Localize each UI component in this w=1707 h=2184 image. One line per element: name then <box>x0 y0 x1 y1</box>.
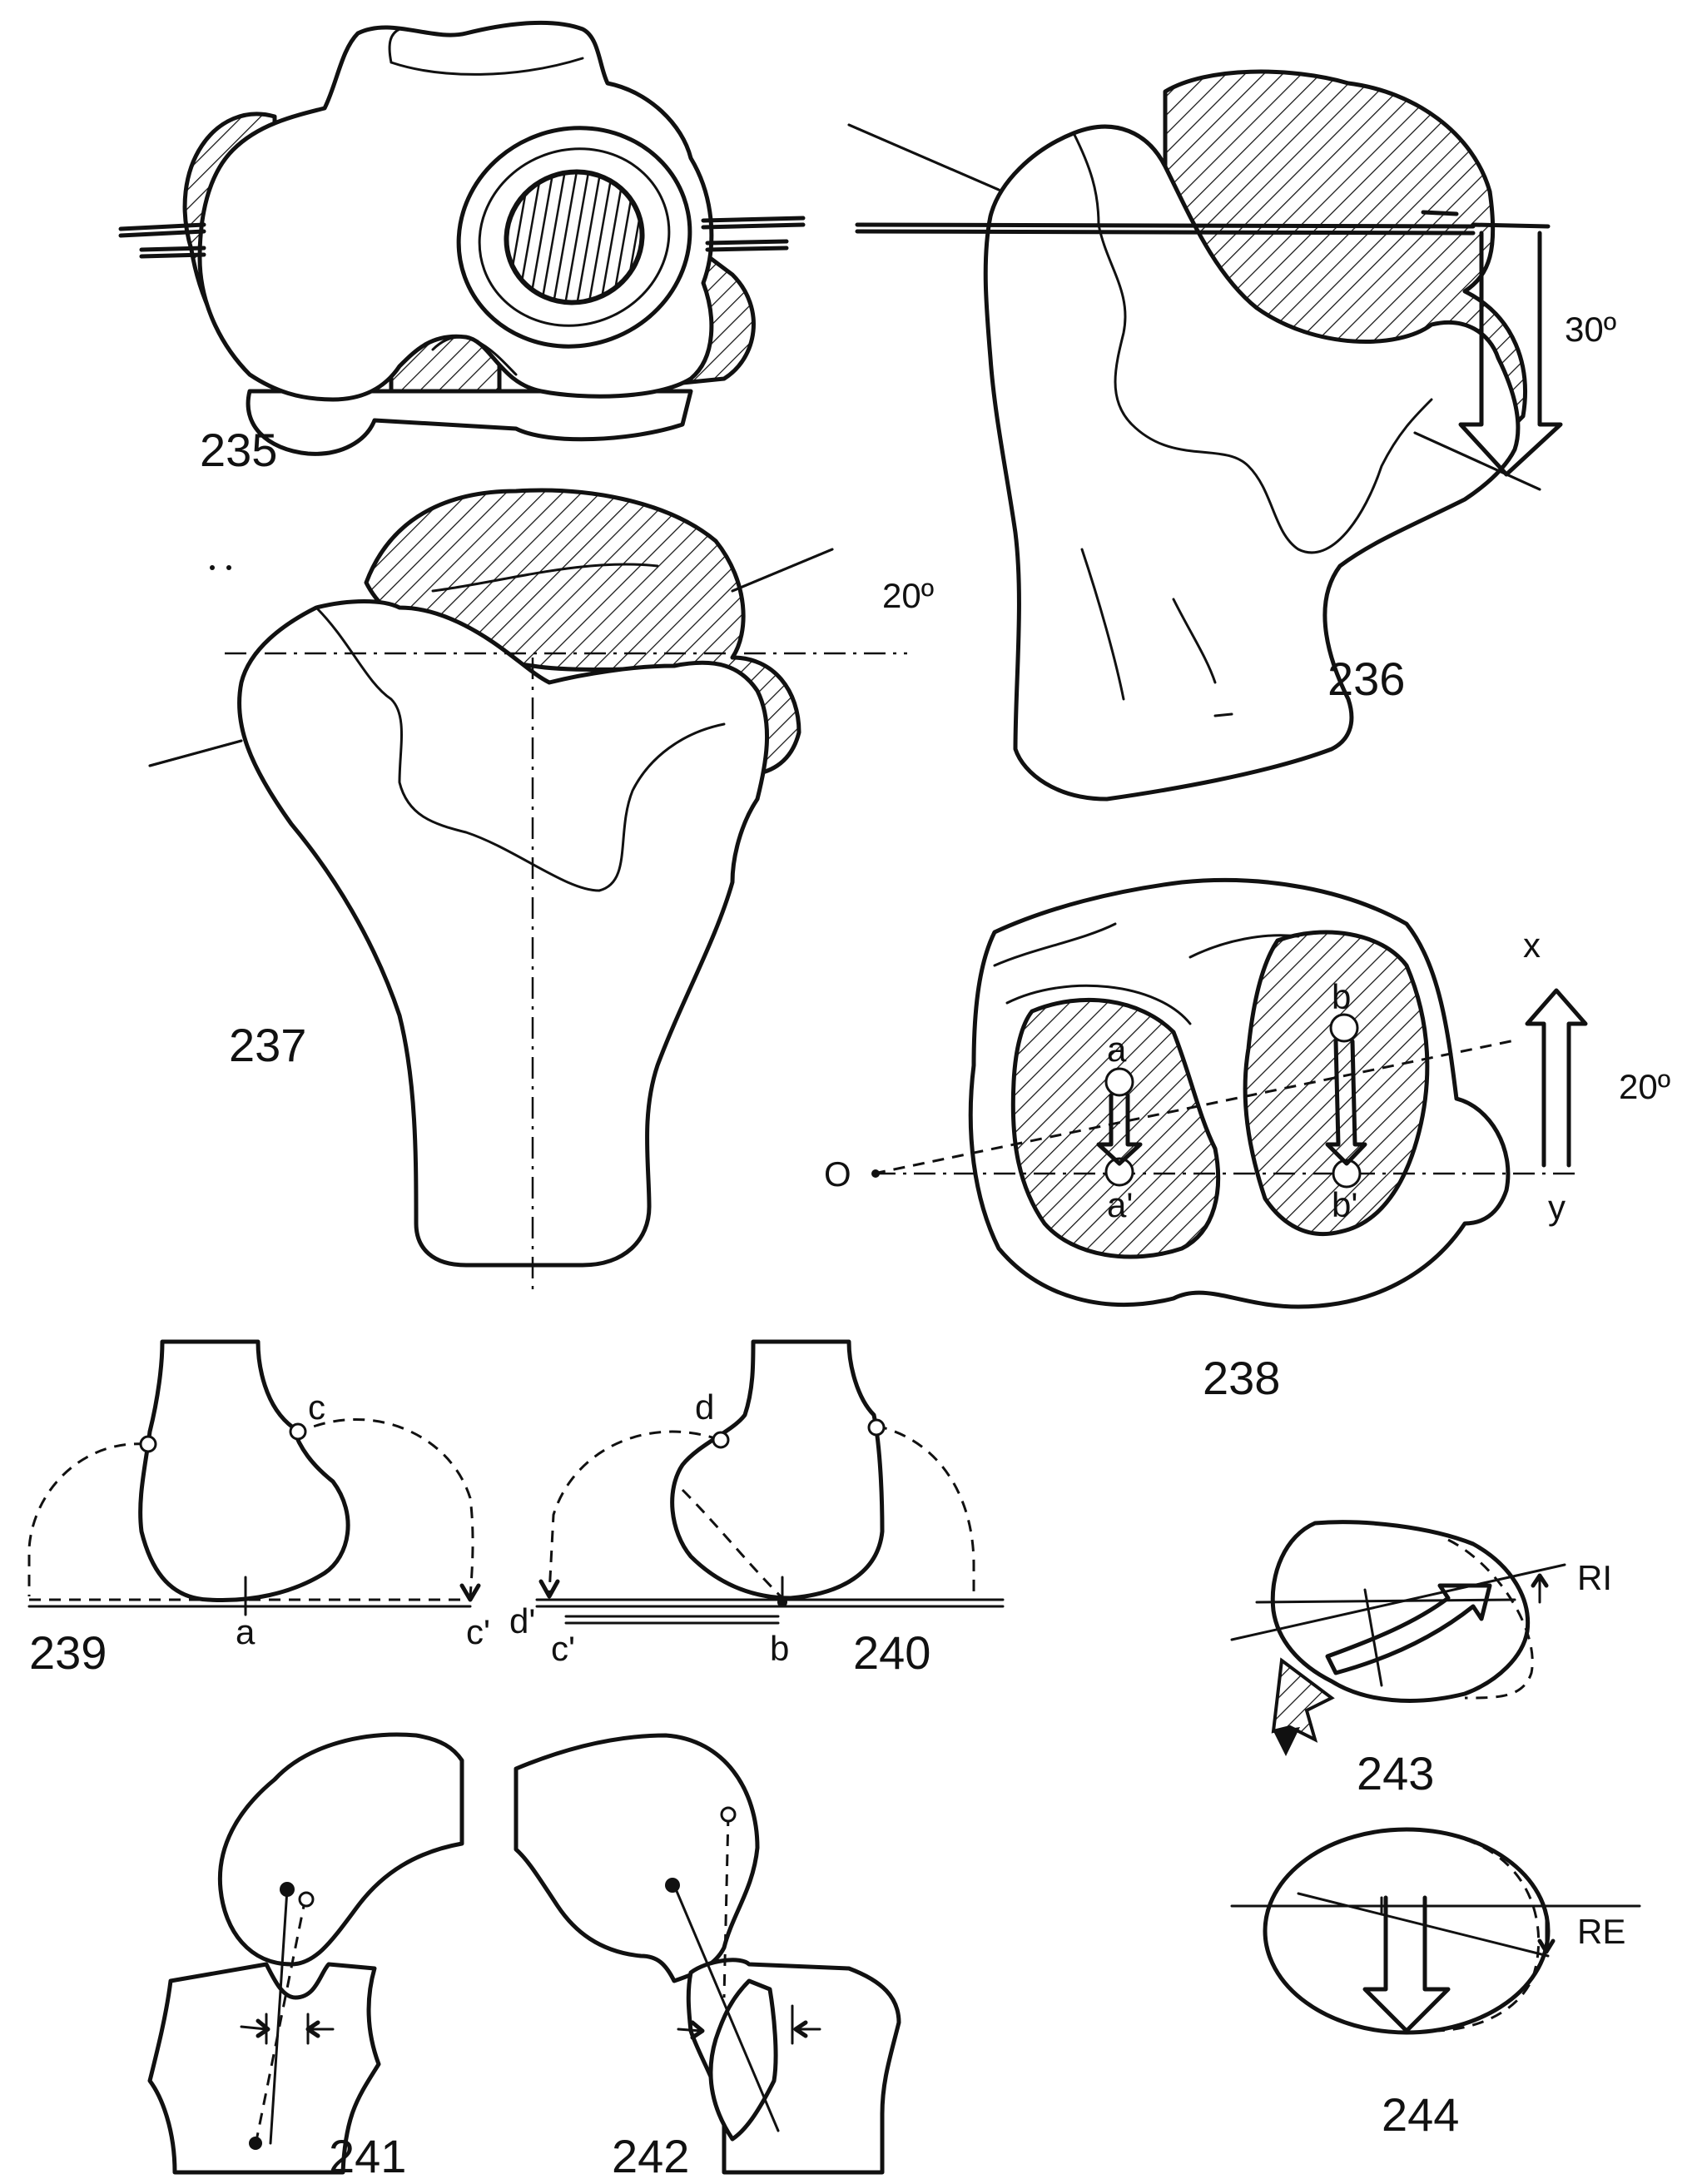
figure-244-number: 244 <box>1382 2088 1459 2141</box>
rotation-label-ri: RI <box>1577 1558 1612 1597</box>
figure-241-number: 241 <box>329 2130 406 2180</box>
figure-239-number: 239 <box>29 1626 107 1679</box>
point-label-x: x <box>1523 926 1541 965</box>
point-label-c-prime-240: c' <box>551 1629 575 1668</box>
figure-238-number: 238 <box>1203 1352 1280 1404</box>
figure-238: x y O a a' b b' 20º 238 <box>824 877 1670 1404</box>
figure-242-number: 242 <box>612 2130 689 2180</box>
figure-236: 30º 236 <box>847 69 1616 802</box>
point-label-d-prime: d' <box>509 1601 535 1640</box>
figure-237: 20º 237 <box>148 488 934 1290</box>
figure-237-angle-label: 20º <box>882 576 934 615</box>
point-label-b-240: b <box>770 1629 789 1668</box>
point-label-d: d <box>695 1387 714 1427</box>
figure-243: RI 243 <box>1230 1520 1612 1799</box>
figure-240-number: 240 <box>853 1626 930 1679</box>
figure-236-number: 236 <box>1327 653 1405 705</box>
point-label-a-239: a <box>236 1612 256 1651</box>
figure-238-angle-label: 20º <box>1619 1067 1670 1106</box>
figure-240: d d' c' b 240 <box>509 1339 1005 1679</box>
point-label-a: a <box>1107 1030 1127 1069</box>
point-label-b-prime: b' <box>1332 1185 1357 1224</box>
figure-237-number: 237 <box>229 1019 306 1071</box>
point-label-b: b <box>1332 977 1351 1016</box>
figure-235-number: 235 <box>200 424 277 476</box>
point-label-c-prime: c' <box>466 1612 490 1651</box>
point-label-a-prime: a' <box>1107 1185 1133 1224</box>
figure-243-number: 243 <box>1357 1747 1434 1799</box>
figure-235: 235 <box>118 20 806 476</box>
figure-241: 241 <box>147 1732 464 2182</box>
figure-236-angle-label: 30º <box>1565 310 1616 349</box>
figure-242: 242 <box>514 1733 901 2182</box>
point-label-c: c <box>308 1387 325 1427</box>
figure-244: RE 244 <box>1230 1827 1641 2141</box>
figure-239: c a c' 239 <box>27 1339 490 1679</box>
point-label-o: O <box>824 1154 851 1194</box>
rotation-label-re: RE <box>1577 1912 1625 1951</box>
point-label-y: y <box>1548 1188 1566 1227</box>
